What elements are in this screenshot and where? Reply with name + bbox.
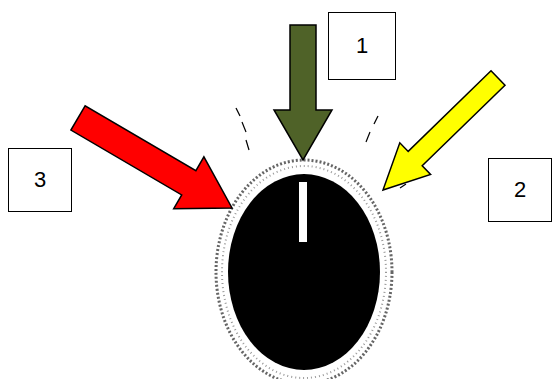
callout-box: 2 [488,158,552,222]
callout-box: 3 [8,148,72,212]
knob-indicator [299,182,307,242]
callout-number: 2 [514,177,526,203]
yellow-arrow [383,71,505,190]
callout-number: 1 [356,33,368,59]
tick-mark [374,116,378,124]
knob-rim-inner [222,166,386,378]
tick-mark [242,122,246,132]
green-arrow [274,25,332,160]
callout-number: 3 [34,167,46,193]
tick-mark [236,108,240,116]
knob-rim [216,160,392,379]
knob-body [228,174,380,370]
tick-mark [366,132,370,142]
tick-mark [246,140,249,150]
callout-box: 1 [328,12,396,80]
red-arrow [71,106,232,209]
